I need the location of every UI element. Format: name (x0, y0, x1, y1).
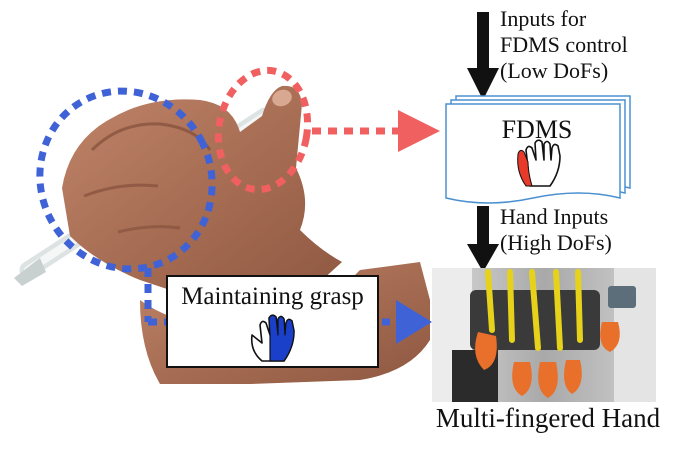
maintaining-grasp-label: Maintaining grasp (181, 283, 364, 310)
hand-inputs-line-1: Hand Inputs (500, 204, 609, 229)
fdms-title: FDMS (501, 115, 573, 144)
maintaining-grasp-box: Maintaining grasp (166, 275, 379, 368)
grasp-to-robot-arrow (382, 300, 432, 344)
inputs-line-2: FDMS control (500, 32, 628, 57)
robot-hand-caption: Multi-fingered Hand (435, 403, 661, 433)
hand-icon-red-thumb (517, 139, 561, 187)
grasp-highlight-ellipse (36, 87, 216, 273)
hand-inputs-label: Hand Inputs (High DoFs) (500, 204, 612, 256)
hand-inputs-line-2: (High DoFs) (500, 230, 612, 255)
high-dof-input-arrow (467, 206, 499, 272)
fdms-control-inputs-label: Inputs for FDMS control (Low DoFs) (500, 6, 628, 84)
inputs-line-1: Inputs for (500, 6, 587, 31)
thumb-to-fdms-arrow (312, 110, 440, 152)
inputs-line-3: (Low DoFs) (500, 58, 609, 83)
robot-hand-photo (432, 268, 656, 402)
fdms-block (445, 95, 631, 204)
low-dof-input-arrow (467, 12, 499, 100)
hand-icon-blue-fingers (250, 314, 295, 362)
thumb-highlight-ellipse (214, 66, 312, 194)
